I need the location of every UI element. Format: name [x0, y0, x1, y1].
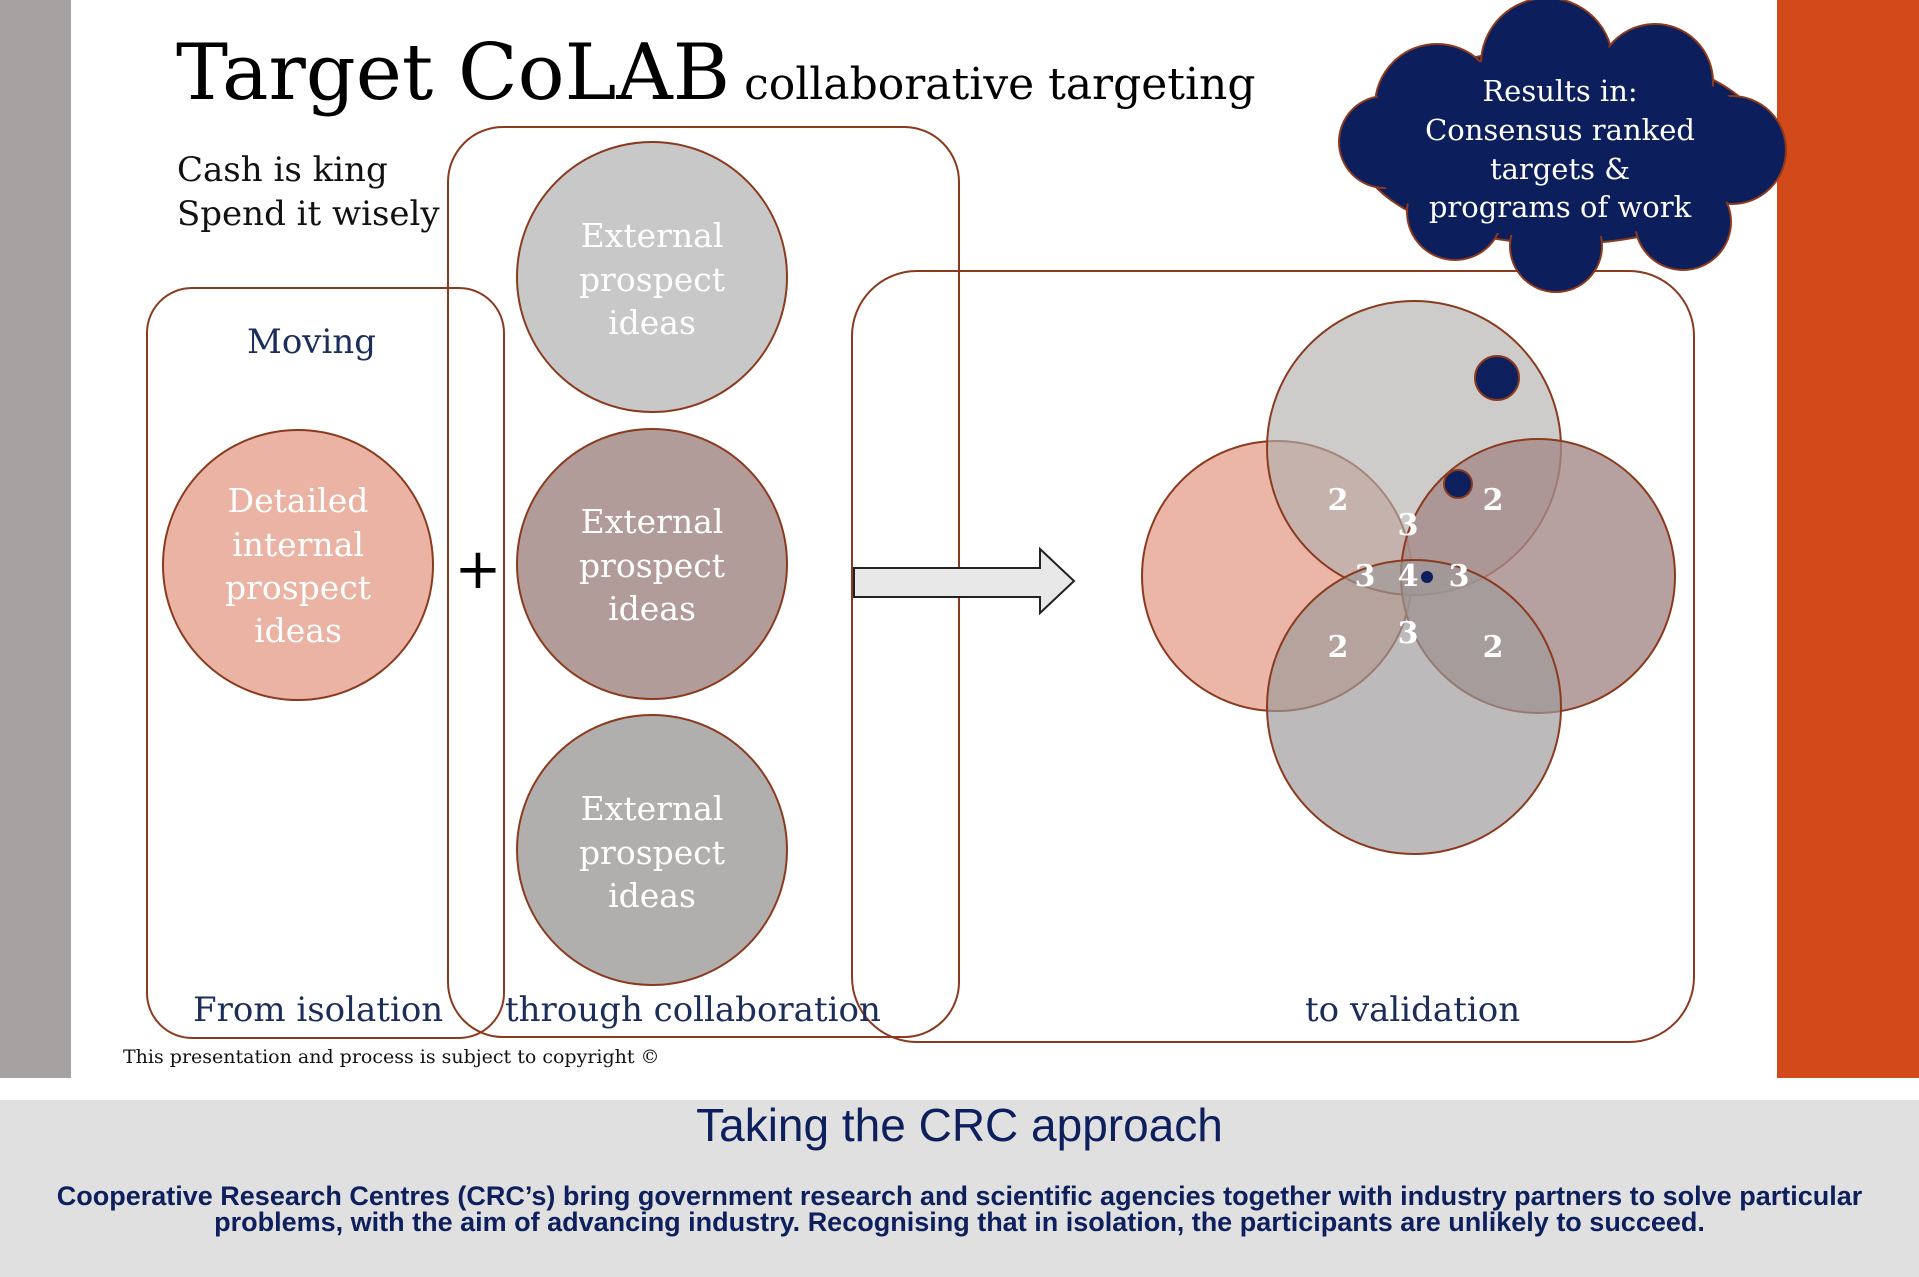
internal-circle-line-2: internal [232, 525, 364, 564]
footer-description: Cooperative Research Centres (CRC’s) bri… [56, 1181, 1863, 1237]
external-bottom-line-3: ideas [608, 876, 696, 915]
venn-count-right: 3 [1449, 559, 1470, 594]
internal-prospect-circle [162, 429, 434, 701]
external-top-line-2: prospect [579, 260, 725, 299]
colab-diagram: Detailed internal prospect ideas + Exter… [146, 0, 1787, 1043]
venn-count-left: 3 [1355, 559, 1376, 594]
external-top-line-3: ideas [608, 303, 696, 342]
left-accent-bar [0, 0, 71, 1078]
external-bottom-line-2: prospect [579, 833, 725, 872]
external-top-line-1: External [581, 216, 724, 255]
target-dot-large [1474, 355, 1520, 401]
isolation-frame [146, 287, 505, 1039]
external-middle-line-1: External [581, 502, 724, 541]
cloud-line-4: programs of work [1429, 190, 1692, 224]
validation-frame [851, 270, 1695, 1043]
title-main-text: Target CoLAB [176, 28, 731, 118]
venn-count-center: 4 [1398, 559, 1419, 594]
venn-count-lower-right: 2 [1483, 630, 1504, 665]
footer-panel [0, 1100, 1919, 1277]
cloud-line-3: targets & [1490, 152, 1630, 186]
title-subtitle: collaborative targeting [744, 59, 1256, 110]
internal-circle-line-1: Detailed [228, 481, 369, 520]
stage-label-collaboration: through collaboration [505, 990, 881, 1030]
target-dot-small [1421, 571, 1433, 583]
venn-count-upper-left: 2 [1328, 483, 1349, 518]
venn-count-lower-left: 2 [1328, 630, 1349, 665]
tagline: Cash is king Spend it wisely [177, 148, 440, 236]
target-dot-medium [1443, 469, 1473, 499]
external-prospect-circle-middle [516, 428, 788, 700]
tagline-line-1: Cash is king [177, 150, 388, 190]
external-middle-line-3: ideas [608, 589, 696, 628]
external-middle-line-2: prospect [579, 546, 725, 585]
copyright-notice: This presentation and process is subject… [123, 1046, 660, 1068]
slide-title: Target CoLAB collaborative targeting [176, 28, 1256, 118]
stage-label-isolation: From isolation [193, 990, 444, 1030]
venn-count-top: 3 [1398, 508, 1419, 543]
external-prospect-circle-top [516, 141, 788, 413]
footer-title: Taking the CRC approach [696, 1099, 1223, 1151]
arrow-right [853, 546, 1076, 616]
plus-sign: + [455, 537, 502, 602]
external-prospect-circle-bottom [516, 714, 788, 986]
venn-count-bottom: 3 [1398, 616, 1419, 651]
cloud-line-1: Results in: [1482, 74, 1637, 108]
right-accent-bar [1777, 0, 1919, 1078]
cloud-line-2: Consensus ranked [1425, 113, 1695, 147]
venn-count-upper-right: 2 [1483, 483, 1504, 518]
external-bottom-line-1: External [581, 789, 724, 828]
moving-label: Moving [247, 322, 377, 362]
tagline-line-2: Spend it wisely [177, 194, 440, 234]
stage-label-validation: to validation [1305, 990, 1521, 1030]
internal-circle-line-3: prospect [225, 568, 371, 607]
internal-circle-line-4: ideas [254, 611, 342, 650]
footer-gap [0, 1078, 1919, 1100]
venn-circle-bottom [1266, 559, 1562, 855]
